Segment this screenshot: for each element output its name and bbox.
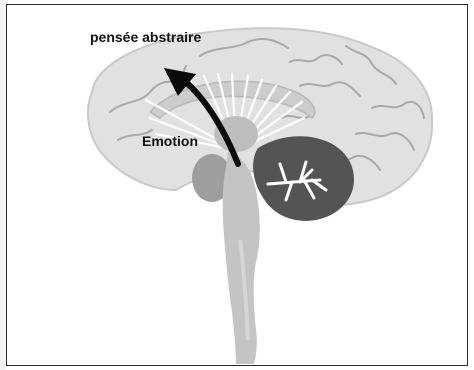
label-emotion: Emotion: [142, 133, 198, 149]
label-abstract-thought: pensée abstraire: [90, 29, 201, 45]
